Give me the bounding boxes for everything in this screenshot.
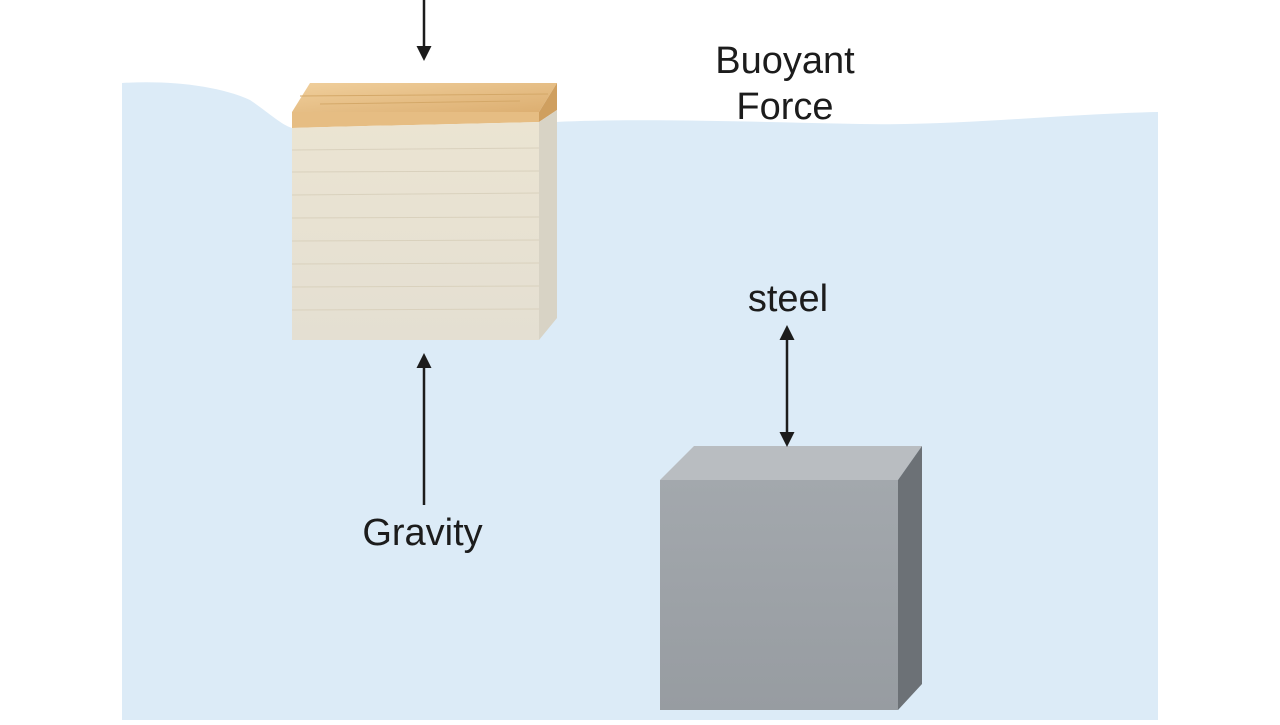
water-body (122, 82, 1158, 721)
wood-block (291, 83, 557, 340)
buoyant-force-label: Buoyant Force (690, 38, 880, 130)
wood-block-side-above-water (539, 83, 557, 122)
steel-block-top (660, 446, 922, 480)
steel-label: steel (747, 278, 829, 320)
steel-block (660, 446, 922, 710)
wood-block-top (292, 83, 557, 112)
wood-block-side-submerged (539, 110, 557, 340)
buoyant-force-label-line2: Force (736, 86, 834, 128)
gravity-label: Gravity (362, 512, 483, 554)
wood-block-front-submerged (292, 122, 539, 340)
buoyant-force-label-line1: Buoyant (715, 40, 855, 82)
wood-grain-lines (291, 93, 549, 311)
steel-block-side (898, 446, 922, 710)
steel-block-front (660, 480, 898, 710)
wood-block-front-above-water (292, 112, 539, 128)
